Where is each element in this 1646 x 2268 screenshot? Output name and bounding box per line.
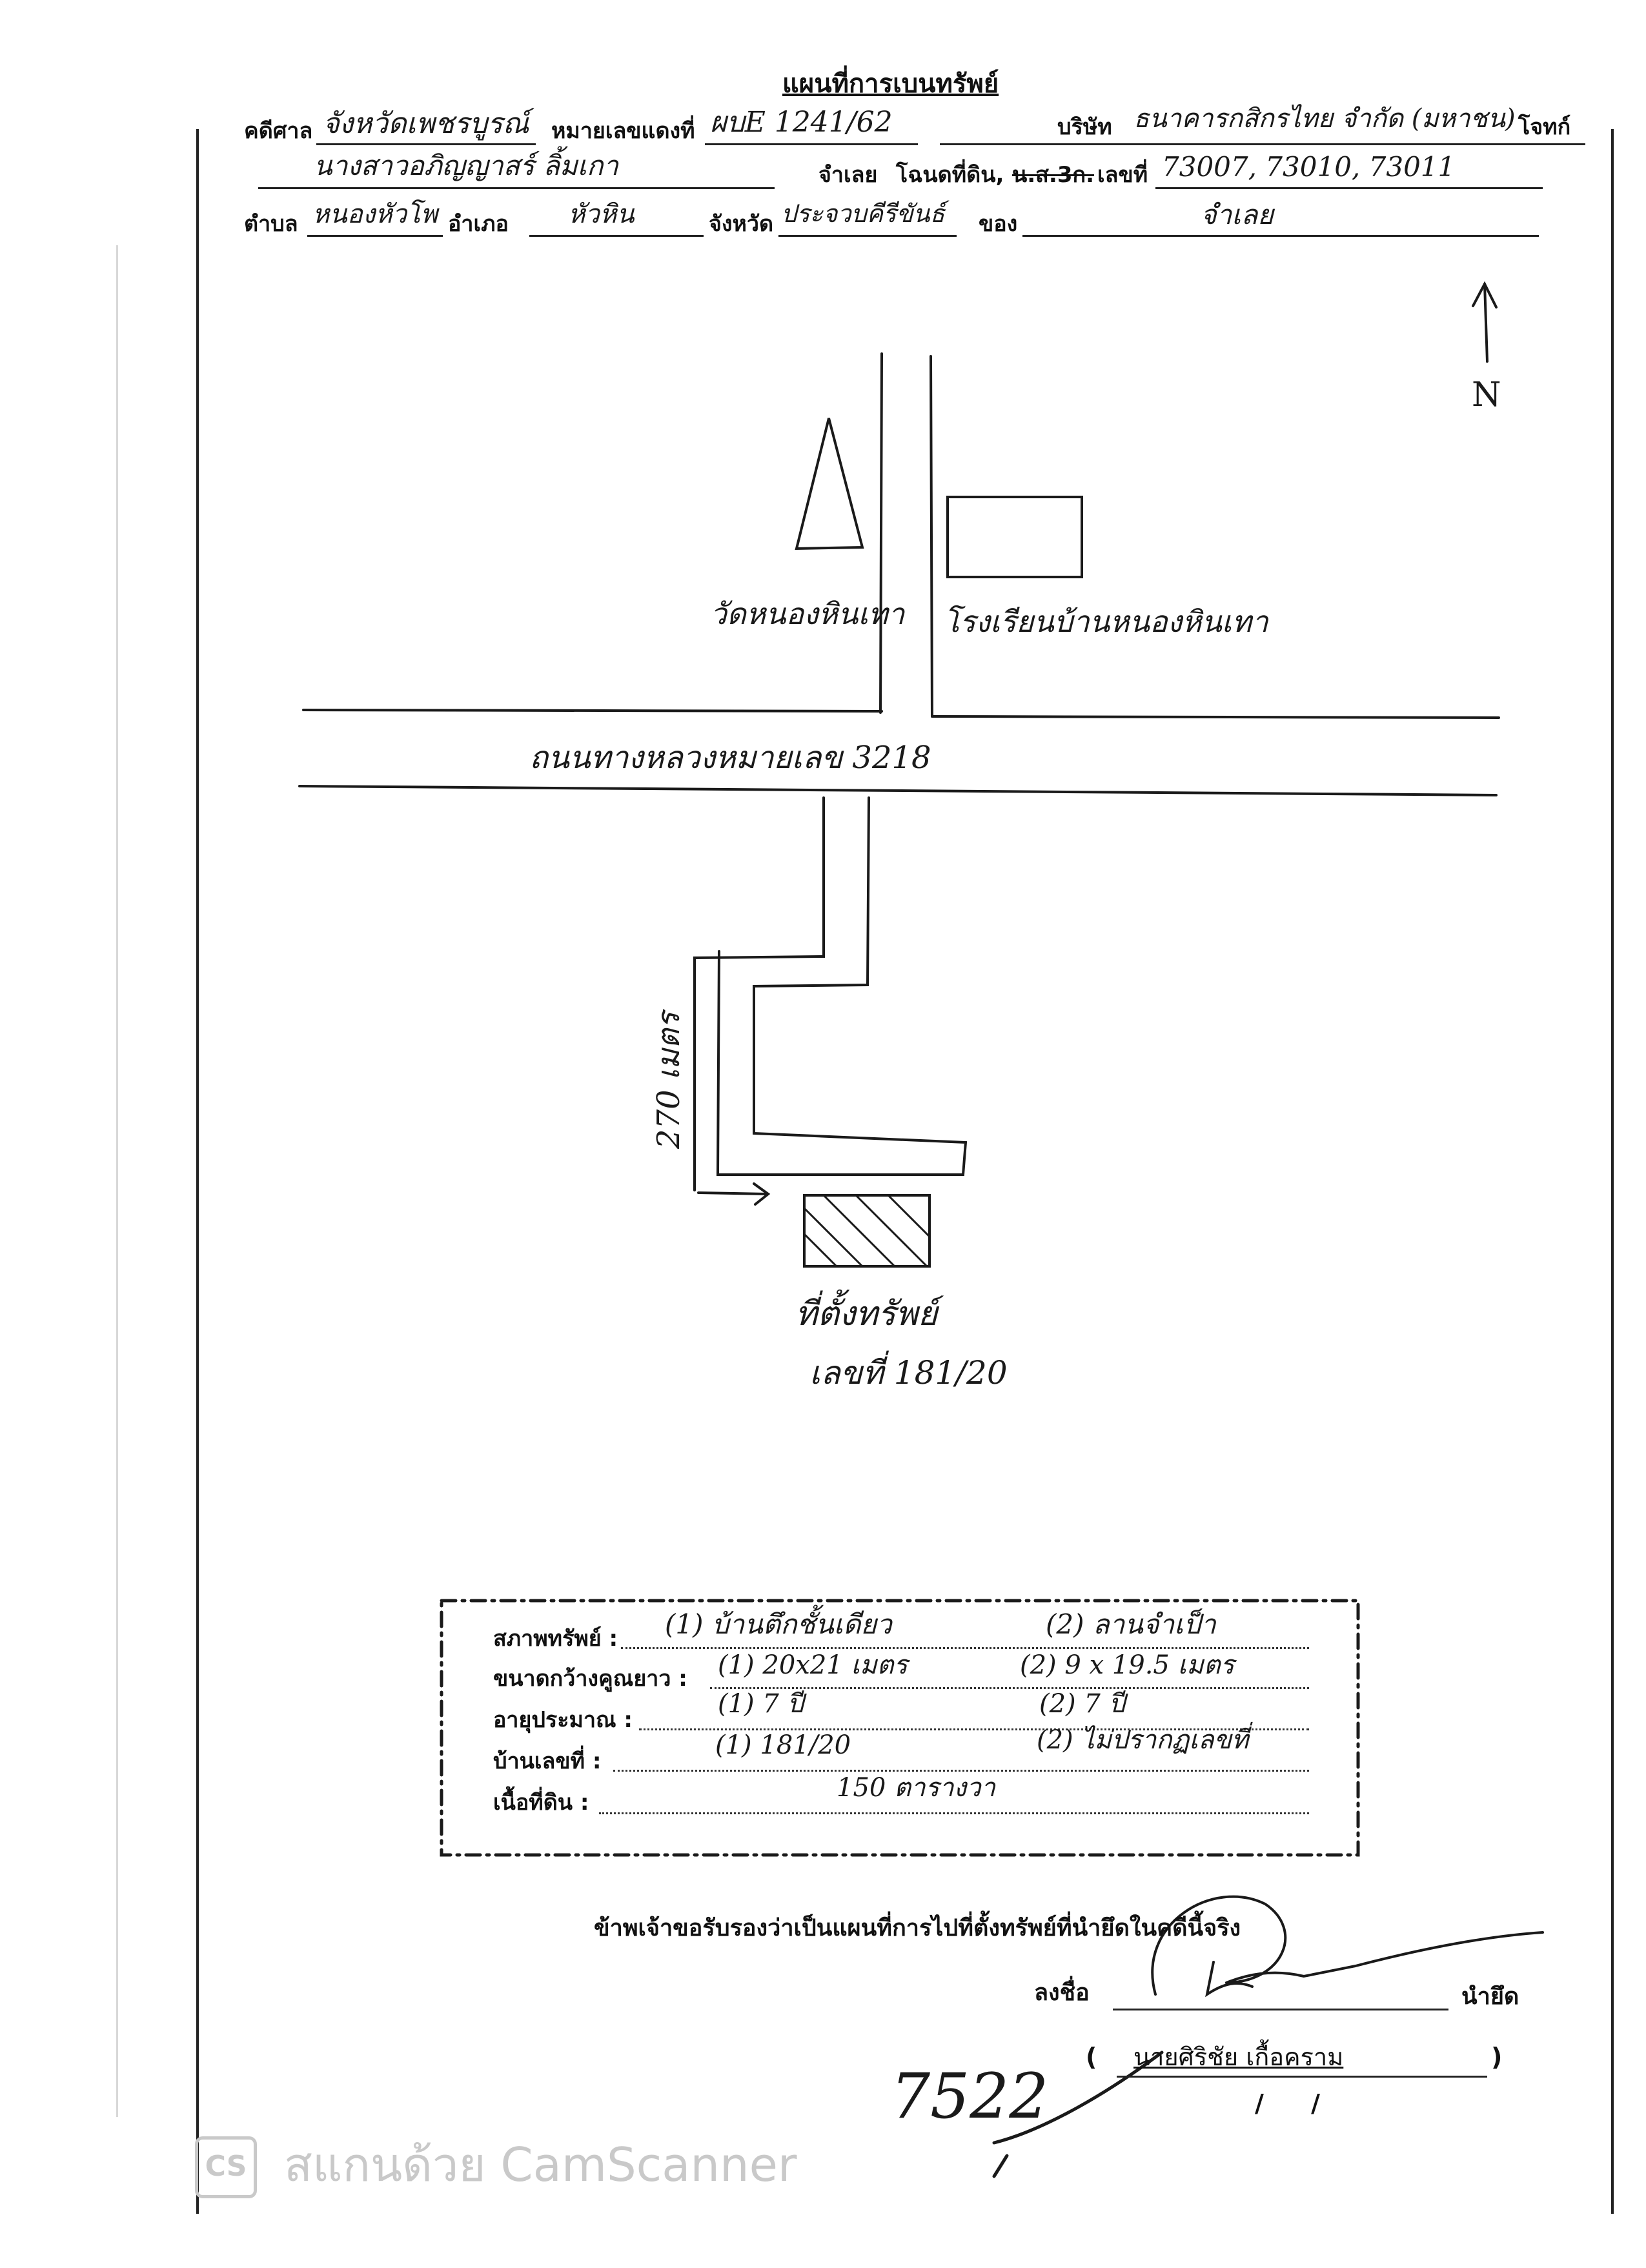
school-label: โรงเรียนบ้านหนองหินเทา (944, 604, 1268, 639)
age-dotline (639, 1728, 1309, 1730)
property-box (803, 1194, 931, 1268)
name-underline (1117, 2076, 1487, 2078)
owner-label: ของ (979, 211, 1018, 237)
document-title: แผนที่การเบนทรัพย์ (782, 69, 999, 99)
side-road-left-edge (879, 352, 883, 714)
distance-label: 270 เมตร (650, 1012, 687, 1149)
condition-value-1: (1) บ้านตึกชั้นเดียว (665, 1608, 892, 1640)
defendant-label: จำเลย (818, 162, 878, 188)
district-value: หัวหิน (568, 199, 635, 229)
signature-flourish (1151, 1895, 1544, 1996)
subdistrict-label: ตำบล (244, 211, 298, 237)
details-box-border (440, 1599, 1360, 1857)
paren-close: ) (1491, 2043, 1503, 2071)
main-road-bottom (298, 785, 1498, 796)
route-arrow-line (697, 1191, 768, 1195)
condition-dotline (621, 1647, 1309, 1649)
main-road-top-right (931, 715, 1500, 719)
date-slashes: / / (1255, 2089, 1320, 2118)
subdistrict-underline (307, 235, 443, 237)
route-arrow-head-icon (753, 1182, 771, 1206)
court-label: คดีศาล (244, 118, 313, 144)
sign-label: ลงชื่อ (1034, 1979, 1090, 2006)
age-value-1: (1) 7 ปี (718, 1689, 804, 1719)
plaintiff-label: โจทก์ (1518, 114, 1571, 140)
district-label: อำเภอ (448, 211, 509, 237)
size-dotline (710, 1687, 1309, 1689)
subdistrict-value: หนองหัวโพ (312, 199, 438, 229)
house-no-value-1: (1) 181/20 (715, 1730, 851, 1760)
court-underline (316, 143, 536, 145)
province-label: จังหวัด (709, 211, 774, 237)
land-area-dotline (599, 1812, 1309, 1814)
lane-inner-edge (716, 796, 968, 1176)
age-label: อายุประมาณ : (493, 1707, 633, 1733)
school-rectangle-icon (946, 496, 1083, 578)
north-label: N (1472, 376, 1501, 414)
camscanner-watermark: สแกนด้วย CamScanner (284, 2138, 797, 2192)
signature-mark (1205, 1961, 1254, 1998)
paren-open: ( (1086, 2043, 1097, 2071)
owner-value: จำเลย (1201, 199, 1274, 230)
temple-label: วัดหนองหินเทา (710, 596, 905, 631)
scan-edge (116, 245, 118, 2117)
province-underline (778, 235, 957, 237)
land-no-underline (1155, 187, 1543, 189)
property-number: เลขที่ 181/20 (809, 1354, 1008, 1392)
case-no-underline (705, 143, 918, 145)
land-no-label: เลขที่ (1097, 162, 1148, 188)
size-value-1: (1) 20x21 เมตร (718, 1650, 908, 1680)
temple-triangle-icon (795, 418, 864, 551)
main-road-top-left (302, 709, 883, 713)
size-label: ขนาดกว้างคูณยาว : (493, 1666, 687, 1692)
property-hatch (803, 1194, 931, 1268)
land-no-value: 73007, 73010, 73011 (1162, 151, 1456, 183)
house-no-value-2: (2) ไม่ปรากฏเลขที่ (1037, 1725, 1249, 1755)
certify-statement: ข้าพเจ้าขอรับรองว่าเป็นแผนที่การไปที่ตั้… (594, 1915, 1241, 1941)
land-area-value: 150 ตารางวา (837, 1773, 995, 1803)
property-label: ที่ตั้งทรัพย์ (795, 1295, 938, 1333)
owner-underline (1022, 235, 1539, 237)
case-no-label: หมายเลขแดงที่ (551, 118, 695, 144)
house-no-label: บ้านเลขที่ : (493, 1748, 602, 1774)
side-road-right-edge (930, 355, 933, 718)
company-label: บริษัท (1057, 114, 1112, 140)
signature-line (1113, 2009, 1448, 2010)
handwritten-number: 7522 (891, 2060, 1049, 2132)
company-value: ธนาคารกสิกรไทย จำกัด (มหาชน) (1133, 104, 1516, 134)
court-value: จังหวัดเพชรบูรณ์ (323, 107, 529, 140)
lane-outer-edge (693, 796, 825, 1191)
defendant-underline (258, 187, 775, 189)
province-value: ประจวบคีรีขันธ์ (781, 199, 945, 228)
seizer-label: นำยึด (1461, 1983, 1519, 2010)
land-strike: น.ส.3ก. (1012, 162, 1094, 188)
age-value-2: (2) 7 ปี (1039, 1689, 1125, 1719)
company-underline (940, 143, 1585, 145)
defendant-value: นางสาวอภิญญาสร์ ลิ้มเกา (314, 150, 619, 181)
road-label: ถนนทางหลวงหมายเลข 3218 (529, 740, 931, 776)
page-frame (196, 129, 1614, 2214)
camscanner-logo-icon: CS (195, 2136, 257, 2198)
house-no-dotline (613, 1770, 1309, 1772)
size-value-2: (2) 9 x 19.5 เมตร (1020, 1650, 1235, 1680)
condition-label: สภาพทรัพย์ : (493, 1626, 618, 1652)
seizer-name: นายศิริชัย เกื้อคราม (1133, 2043, 1344, 2071)
land-area-label: เนื้อที่ดิน : (493, 1790, 589, 1816)
condition-value-2: (2) ลานจำเป็า (1046, 1608, 1216, 1640)
district-underline (529, 235, 704, 237)
land-label: โฉนดที่ดิน, (896, 162, 1004, 188)
footer-number-stroke (992, 2050, 1164, 2178)
north-arrow-icon (1472, 281, 1498, 363)
case-no-value: ผบE 1241/62 (710, 106, 893, 139)
